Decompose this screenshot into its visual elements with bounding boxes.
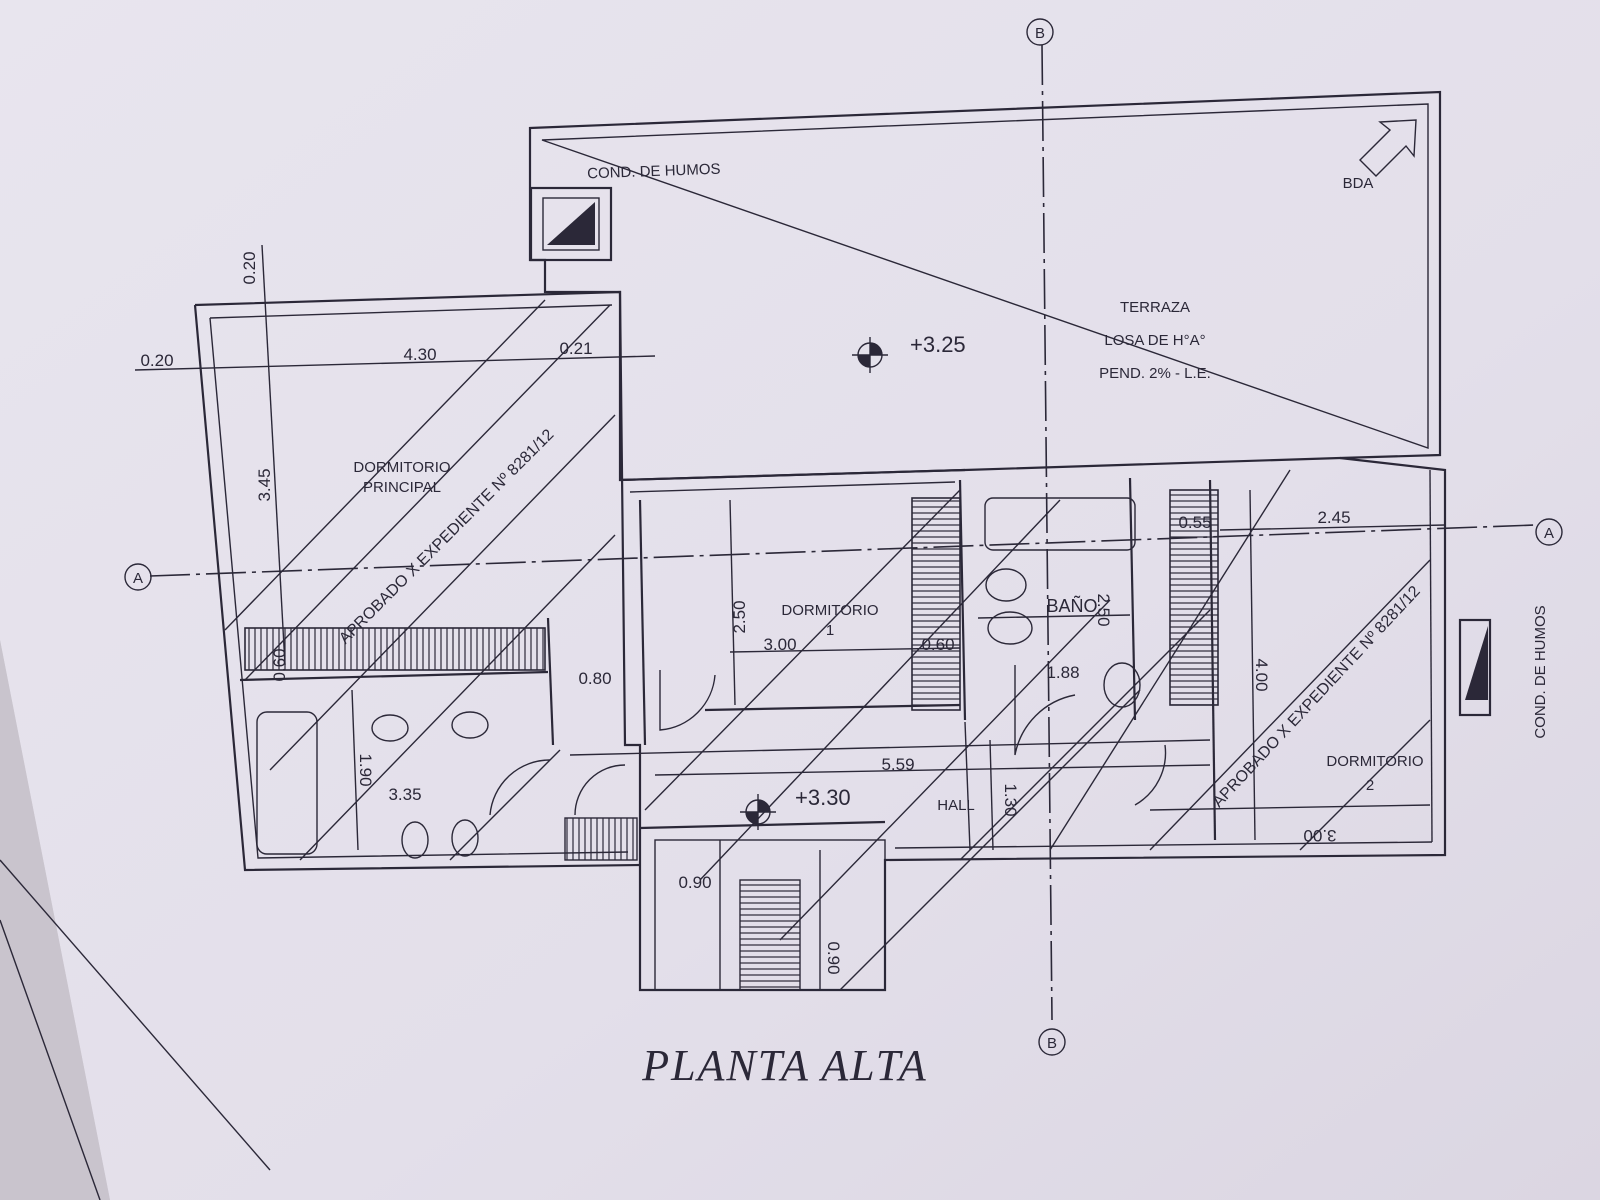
chimney-icon	[547, 202, 595, 245]
doors	[489, 665, 1167, 816]
toilet-icon	[985, 568, 1027, 602]
north-arrow-icon	[1359, 119, 1417, 177]
dim-label: 2.45	[1317, 508, 1350, 527]
sink-icon	[451, 711, 489, 739]
room-label-hall: HALL	[937, 797, 975, 814]
room-label-dormitorio-1-number: 1	[826, 622, 834, 639]
dim-label: 0.90	[824, 941, 843, 974]
bathtub-icon	[984, 497, 1136, 551]
dim-label: 4.30	[403, 345, 436, 364]
level-mark-hall: +3.30	[740, 785, 851, 830]
room-label-dormitorio-principal: DORMITORIO	[353, 459, 450, 476]
dim-label: 2.50	[1094, 593, 1113, 626]
dim-label: 3.45	[255, 468, 274, 501]
level-hall: +3.30	[795, 785, 851, 810]
dim-label: 1.88	[1046, 663, 1079, 682]
dim-label: 0.21	[559, 339, 592, 358]
room-label-principal: PRINCIPAL	[363, 479, 441, 496]
dim-label: 2.50	[730, 600, 749, 633]
room-label-pendiente: PEND. 2% - L.E.	[1099, 365, 1211, 382]
grid-axes: A A B B	[124, 18, 1563, 1056]
chimney-label-top: COND. DE HUMOS	[587, 161, 721, 183]
axis-marker-b-bottom	[1038, 1028, 1066, 1056]
bidet-icon	[987, 611, 1033, 645]
axis-a-label: A	[1544, 525, 1554, 542]
dimension-labels: 0.20 0.20 4.30 0.21 3.45 0.60 0.80 1.90 …	[140, 251, 1350, 974]
dim-label: 0.55	[1178, 513, 1211, 532]
room-label-dormitorio-1: DORMITORIO	[781, 602, 878, 619]
dim-label: 0.90	[678, 873, 711, 892]
dim-label: 5.59	[881, 755, 914, 774]
room-label-losa: LOSA DE H°A°	[1104, 332, 1205, 349]
chimney-icon	[1465, 626, 1488, 700]
table-surface	[0, 640, 110, 1200]
bathtub-icon	[256, 711, 318, 855]
dim-label: 4.00	[1252, 658, 1271, 691]
toilet-icon	[401, 821, 429, 859]
axis-marker-b-top	[1026, 18, 1054, 46]
approval-stamp-hatching	[224, 299, 1431, 991]
dim-label: 0.20	[240, 251, 259, 284]
bathroom-fixtures	[256, 497, 1492, 859]
dim-label: 3.35	[388, 785, 421, 804]
chimney-right	[1458, 618, 1492, 717]
dim-label: 0.60	[270, 648, 289, 681]
level-terrace: +3.25	[910, 332, 966, 357]
axis-marker-a-left	[124, 563, 152, 591]
bidet-icon	[451, 819, 479, 857]
dim-label: 1.90	[356, 753, 375, 786]
dimension-lines	[134, 244, 1446, 851]
level-mark-terrace: +3.25	[852, 332, 966, 373]
dim-label: 0.80	[578, 669, 611, 688]
dim-label: 1.30	[1001, 783, 1020, 816]
axis-a-label: A	[133, 570, 143, 587]
closet-hall	[564, 817, 638, 861]
dim-label: 3.00	[1303, 826, 1336, 845]
room-label-dormitorio-2-number: 2	[1366, 777, 1374, 794]
closet-dormitorio-1	[911, 497, 961, 711]
sink-icon	[1103, 662, 1141, 708]
axis-b-label: B	[1035, 25, 1045, 42]
axis-marker-a-right	[1535, 518, 1563, 546]
dim-label: 0.60	[921, 635, 954, 654]
closet-principal	[244, 627, 546, 671]
plan-title: PLANTA ALTA	[641, 1041, 928, 1090]
room-label-terraza: TERRAZA	[1120, 299, 1190, 316]
page-edge-line	[0, 859, 271, 1171]
page-edge-line	[0, 919, 101, 1200]
room-label-bda: BDA	[1343, 175, 1374, 192]
chimney-label-right: COND. DE HUMOS	[1532, 605, 1549, 738]
room-label-bano: BAÑO	[1046, 595, 1097, 616]
dim-label: 3.00	[763, 635, 796, 654]
axis-b-label: B	[1047, 1035, 1057, 1052]
dim-label: 0.20	[140, 351, 173, 370]
sink-icon	[371, 714, 409, 742]
room-label-dormitorio-2: DORMITORIO	[1326, 753, 1423, 770]
